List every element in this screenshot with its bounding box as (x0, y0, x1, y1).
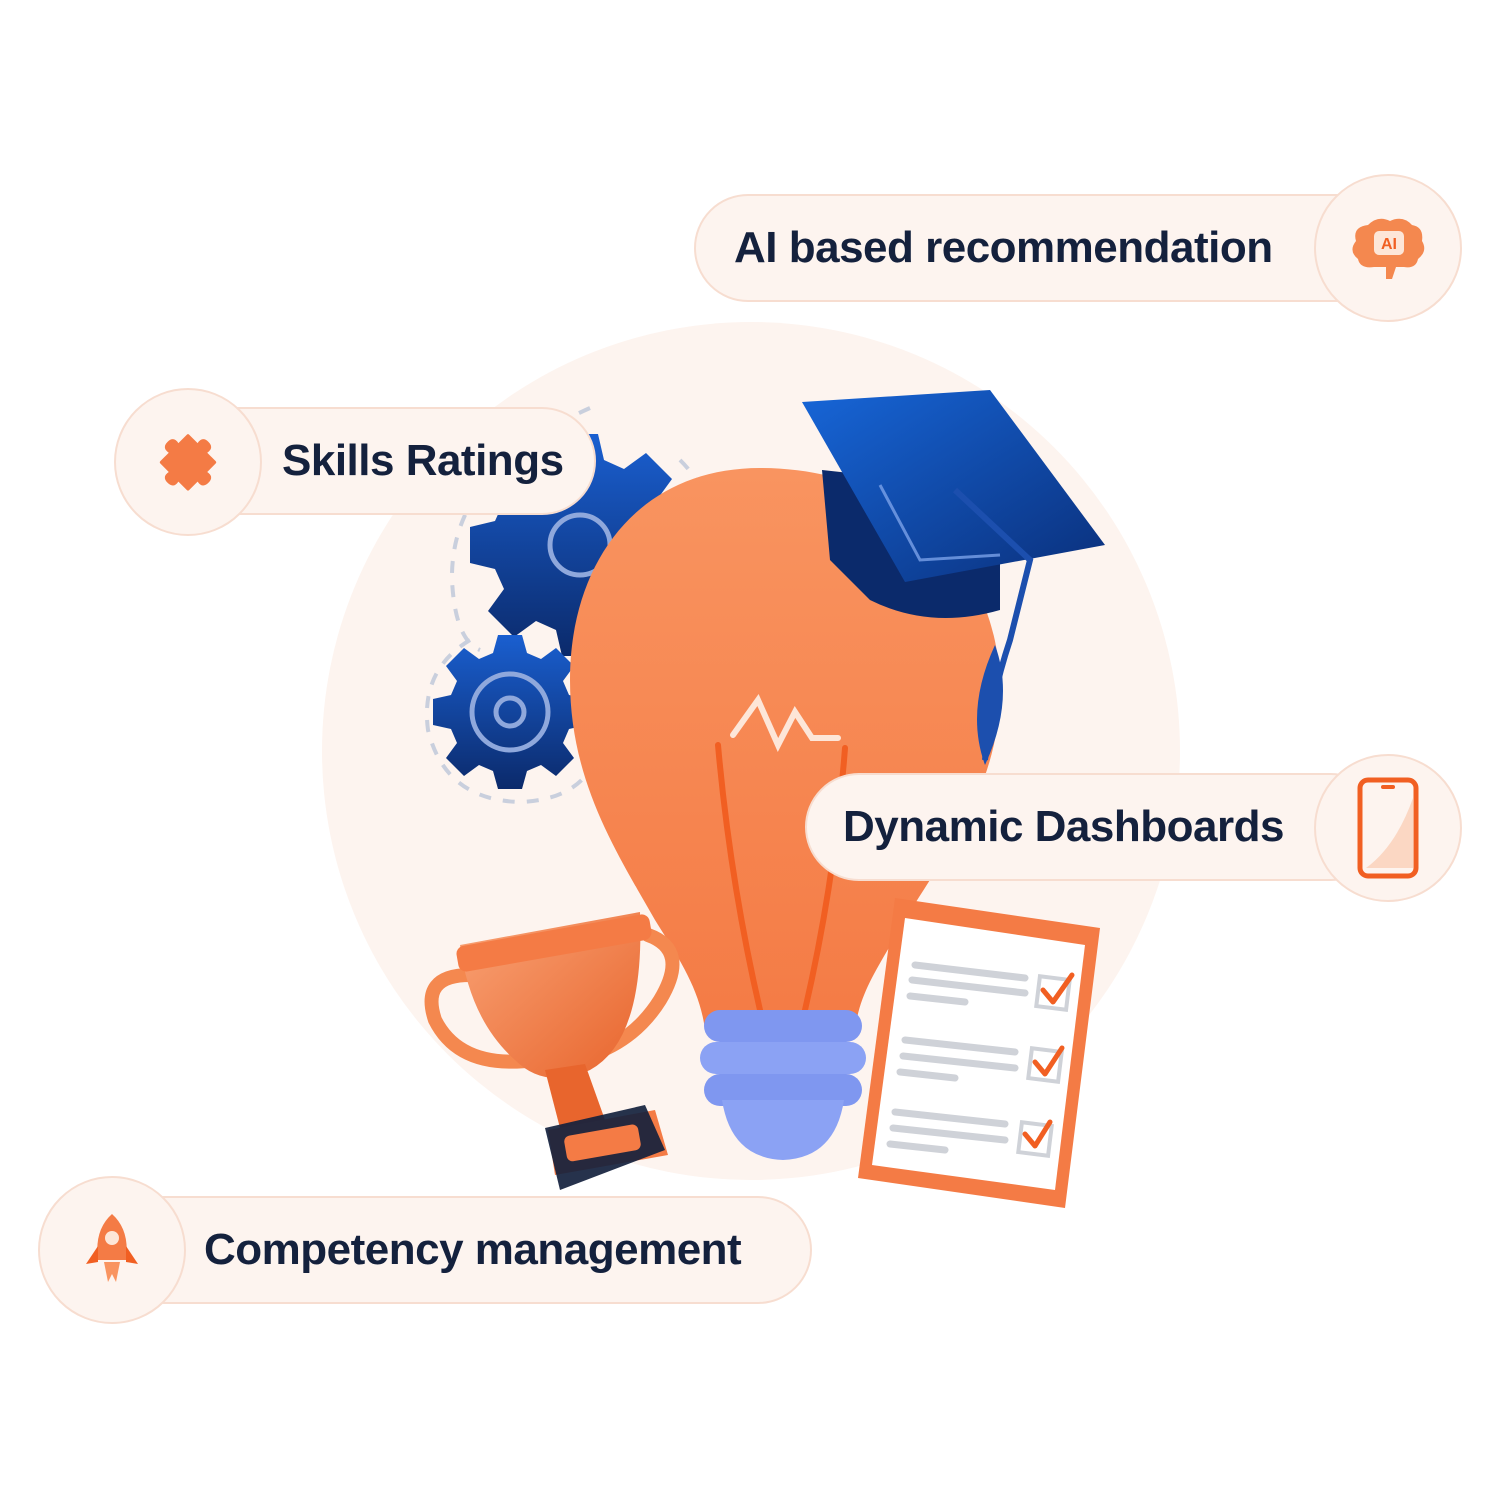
feature-badge-competency (38, 1176, 186, 1324)
smartphone-icon (1357, 777, 1419, 879)
ai-brain-icon: AI (1352, 218, 1425, 279)
feature-badge-skills (114, 388, 262, 536)
small-gear (433, 635, 587, 789)
feature-label-competency-management: Competency management (204, 1225, 742, 1274)
trophy (424, 912, 680, 1190)
puzzle-piece-icon (159, 434, 217, 491)
ai-icon-text: AI (1381, 236, 1397, 253)
feature-pill-ai-recommendation: AI based recommendation (694, 194, 1394, 302)
feature-pill-competency-management: Competency management (110, 1196, 812, 1304)
rocket-icon (86, 1214, 138, 1282)
graduation-cap (802, 390, 1105, 765)
feature-label-ai-recommendation: AI based recommendation (734, 223, 1273, 272)
feature-badge-ai: AI (1314, 174, 1462, 322)
feature-label-dynamic-dashboards: Dynamic Dashboards (843, 802, 1284, 851)
feature-pill-dynamic-dashboards: Dynamic Dashboards (805, 773, 1385, 881)
checklist-clipboard (858, 898, 1100, 1208)
feature-badge-dashboards (1314, 754, 1462, 902)
feature-label-skills-ratings: Skills Ratings (282, 436, 564, 485)
bulb-base (700, 1010, 866, 1160)
